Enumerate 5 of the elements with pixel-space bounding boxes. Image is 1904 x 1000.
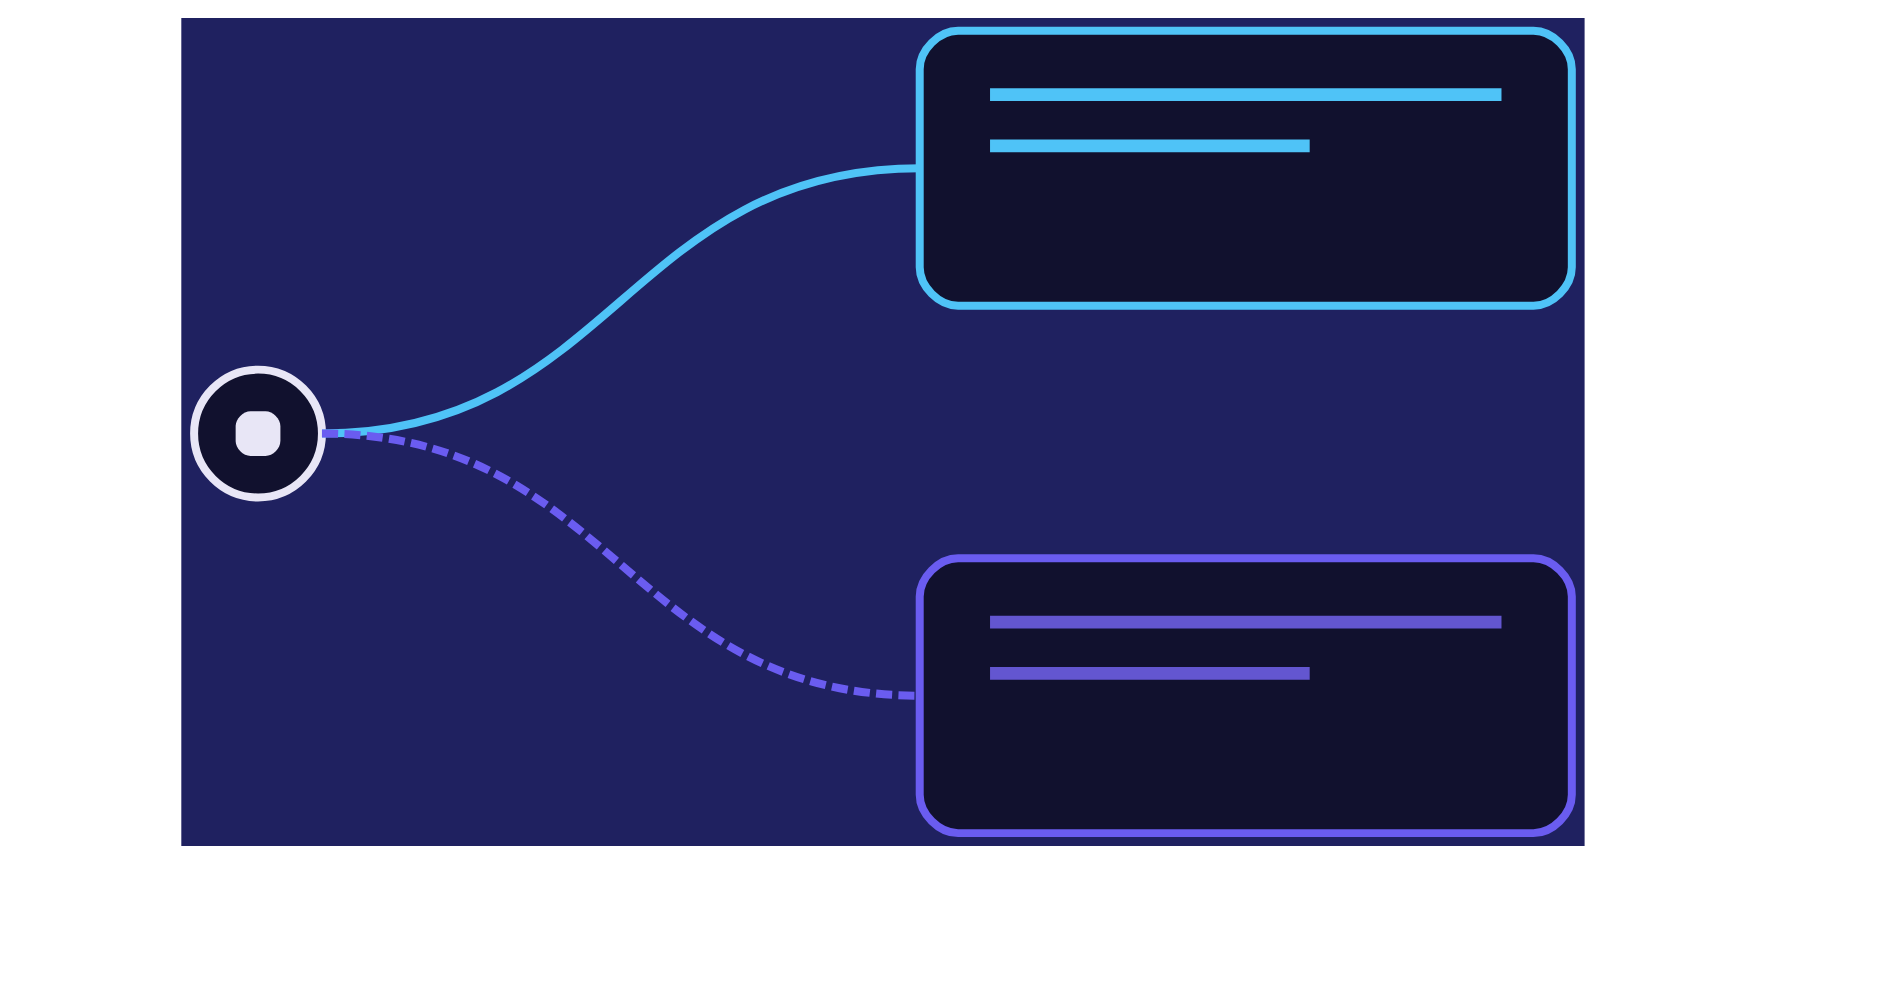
node-box [915, 553, 1576, 837]
connector [321, 163, 921, 437]
node-circle [190, 364, 326, 501]
connector [321, 428, 920, 699]
node-box [915, 25, 1576, 309]
